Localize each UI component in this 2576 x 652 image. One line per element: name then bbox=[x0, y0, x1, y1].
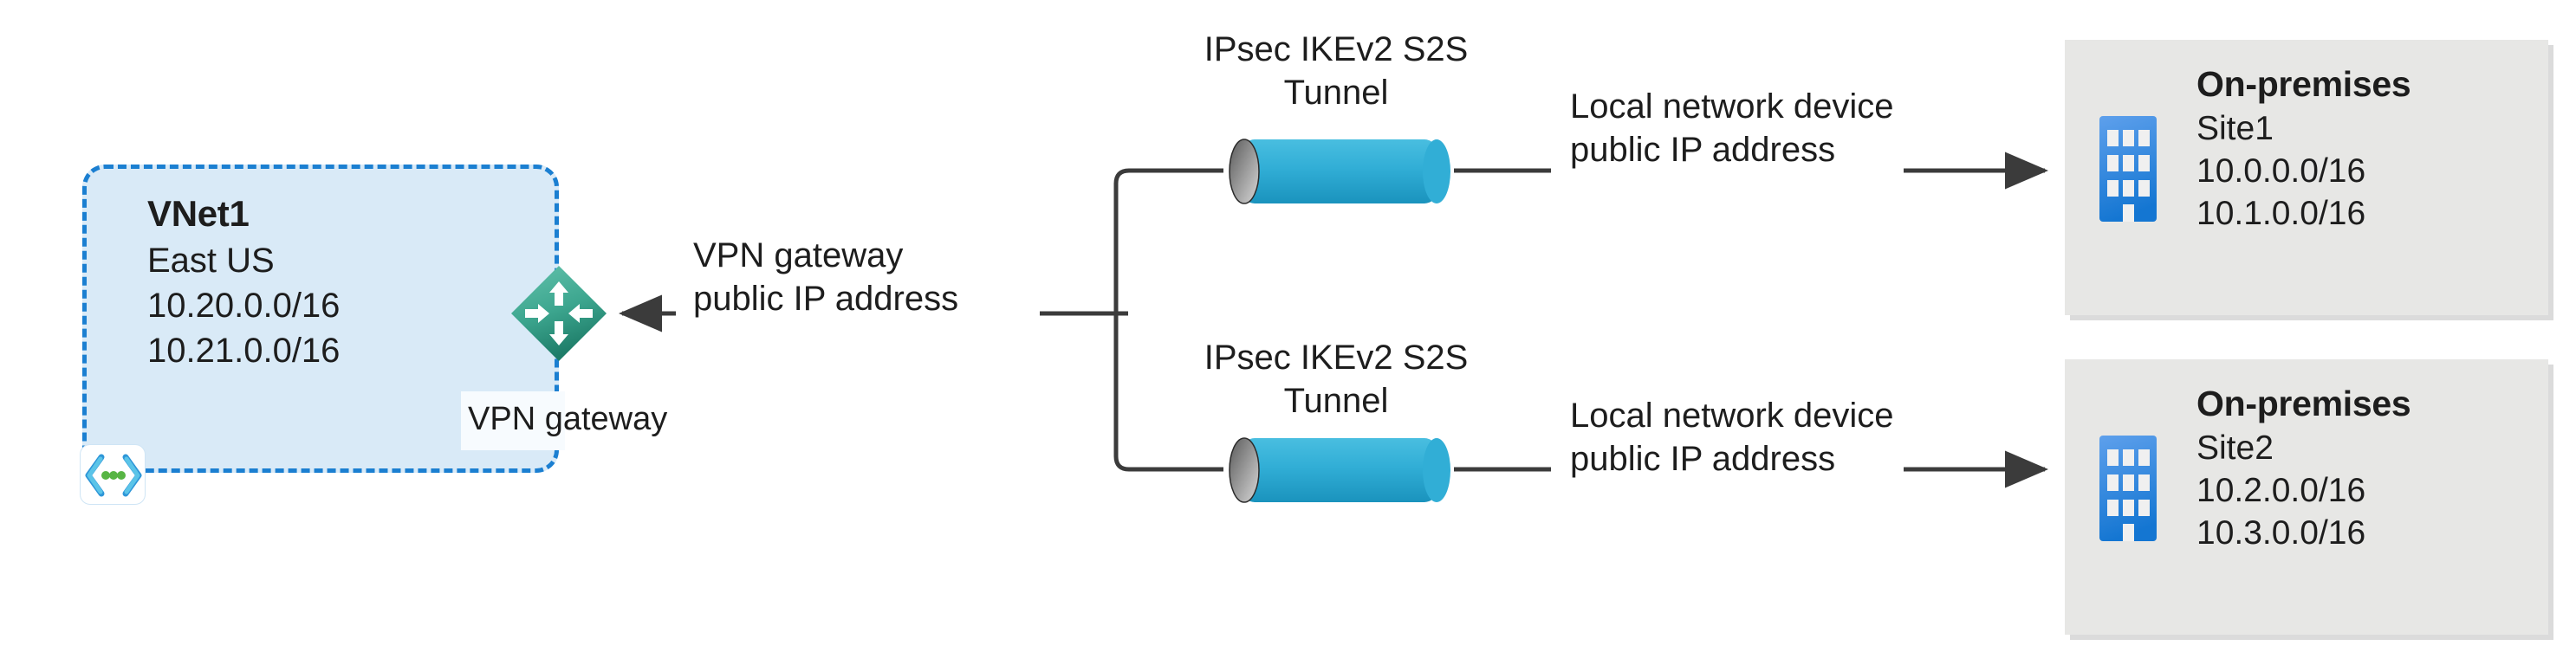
vpn-gateway-label: VPN gateway bbox=[468, 401, 668, 437]
on-premises-site-name-1: Site1 bbox=[2196, 109, 2274, 147]
tunnel-label-1: IPsec IKEv2 S2S Tunnel bbox=[1204, 30, 1469, 112]
on-premises-site1-text: On-premises Site1 10.0.0.0/16 10.1.0.0/1… bbox=[2196, 62, 2534, 235]
local-network-device-label-2: Local network device public IP address bbox=[1570, 397, 1894, 478]
on-premises-site2-box: On-premises Site2 10.2.0.0/16 10.3.0.0/1… bbox=[2065, 359, 2548, 635]
virtual-network-icon bbox=[80, 444, 146, 505]
tunnel-label-2: IPsec IKEv2 S2S Tunnel bbox=[1204, 339, 1469, 420]
vnet-address-space-1: 10.20.0.0/16 bbox=[147, 286, 341, 325]
vnet-name: VNet1 bbox=[147, 193, 250, 234]
vnet-text-block: VNet1 East US 10.20.0.0/16 10.21.0.0/16 bbox=[147, 190, 511, 373]
local-network-device-label-1: Local network device public IP address bbox=[1570, 87, 1894, 169]
vnet-region: East US bbox=[147, 241, 275, 280]
on-premises-title-2: On-premises bbox=[2196, 384, 2411, 423]
on-premises-address-1b: 10.1.0.0/16 bbox=[2196, 194, 2366, 232]
office-building-icon bbox=[2099, 116, 2157, 222]
on-premises-address-1a: 10.0.0.0/16 bbox=[2196, 152, 2366, 190]
vpn-gateway-public-ip-label: VPN gateway public IP address bbox=[693, 236, 959, 318]
vpn-gateway-icon bbox=[509, 264, 608, 363]
ipsec-tunnel-2 bbox=[1223, 431, 1456, 509]
ipsec-tunnel-1 bbox=[1223, 132, 1456, 210]
vnet-address-space-2: 10.21.0.0/16 bbox=[147, 331, 341, 370]
vpn-gateway-label-backdrop bbox=[461, 391, 565, 450]
vnet-container bbox=[82, 165, 559, 473]
on-premises-site1-box: On-premises Site1 10.0.0.0/16 10.1.0.0/1… bbox=[2065, 40, 2548, 315]
on-premises-site2-text: On-premises Site2 10.2.0.0/16 10.3.0.0/1… bbox=[2196, 382, 2534, 554]
on-premises-address-2a: 10.2.0.0/16 bbox=[2196, 471, 2366, 509]
office-building-icon bbox=[2099, 436, 2157, 541]
on-premises-site-name-2: Site2 bbox=[2196, 429, 2274, 467]
on-premises-address-2b: 10.3.0.0/16 bbox=[2196, 513, 2366, 552]
on-premises-title-1: On-premises bbox=[2196, 64, 2411, 104]
